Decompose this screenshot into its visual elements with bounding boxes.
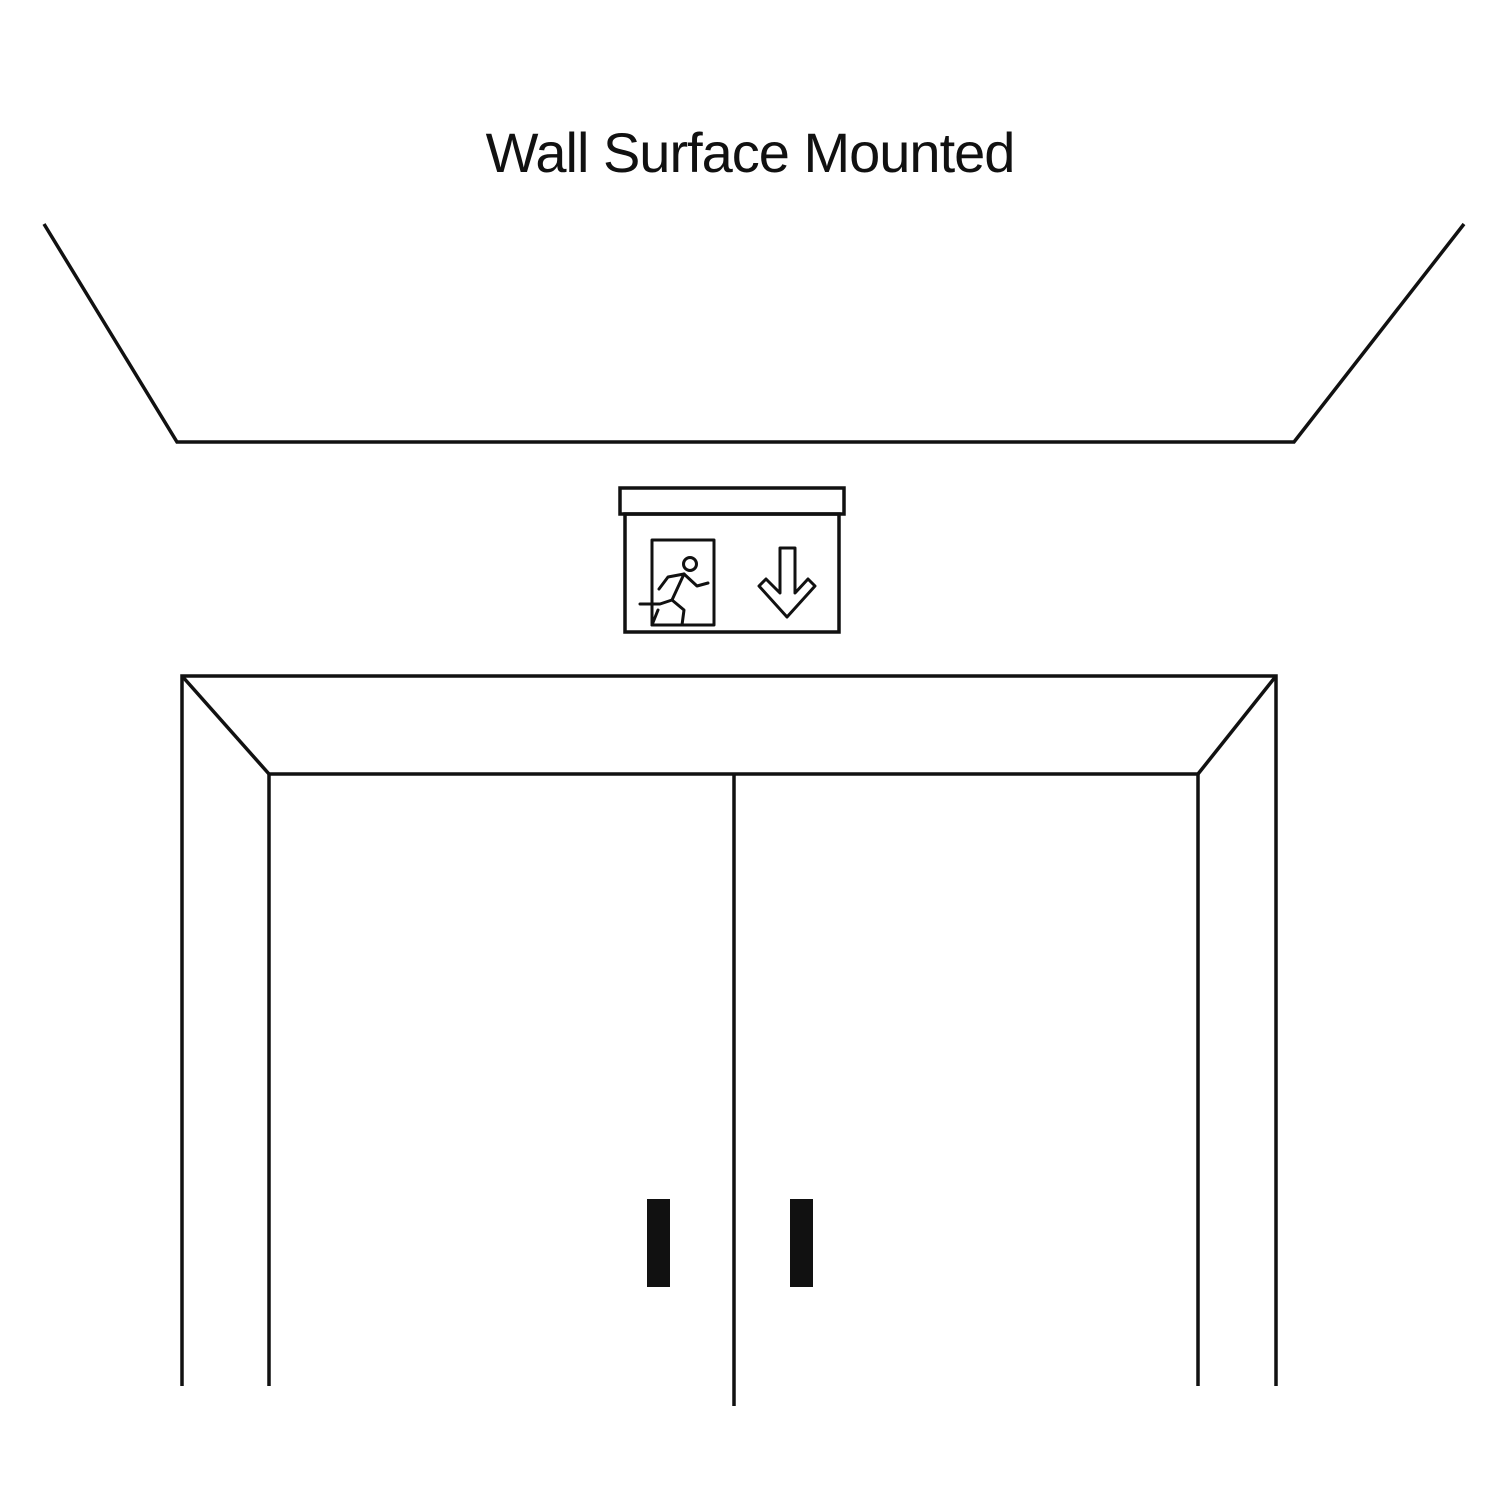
arrow-down-icon	[757, 546, 817, 619]
door-frame	[180, 674, 1278, 1386]
exit-sign	[618, 486, 846, 634]
exit-sign-mount-bracket	[618, 486, 846, 516]
door-frame-miter-right	[1196, 674, 1278, 776]
running-man-front-leg	[670, 598, 686, 627]
running-man-torso	[670, 572, 686, 602]
diagram-title: Wall Surface Mounted	[485, 121, 1016, 184]
right-door-handle	[790, 1199, 813, 1287]
running-man-exit-icon	[638, 538, 716, 627]
running-man-head	[682, 556, 698, 572]
exit-sign-panel	[623, 512, 841, 634]
running-man-floor-wedge	[650, 608, 660, 627]
running-man-back-leg	[638, 598, 674, 606]
left-door-handle	[647, 1199, 670, 1287]
door-frame-miter-left	[180, 674, 271, 776]
door-frame-outer	[180, 674, 1278, 1386]
running-man-back-arm	[657, 572, 686, 591]
running-man-front-arm	[682, 572, 710, 588]
ceiling-outline	[42, 222, 1466, 444]
